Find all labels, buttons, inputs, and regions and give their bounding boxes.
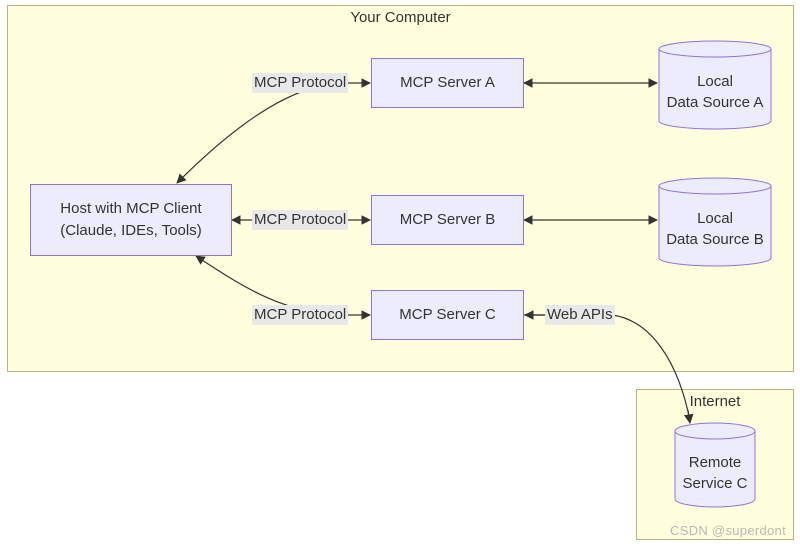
edge-label-host-server-b: MCP Protocol [252, 210, 349, 230]
node-host-mcp-client: Host with MCP Client (Claude, IDEs, Tool… [30, 184, 232, 256]
source-b-label: Local Data Source B [659, 208, 771, 250]
edge-host-server-a [176, 78, 371, 184]
node-server-c-label: MCP Server C [399, 306, 496, 323]
node-mcp-server-c: MCP Server C [371, 290, 524, 340]
node-server-a-label: MCP Server A [400, 74, 495, 91]
cylinder-source-b [658, 177, 772, 267]
node-server-b-label: MCP Server B [399, 211, 496, 228]
remote-c-line2: Service C [682, 475, 748, 492]
node-host-line1: Host with MCP Client [60, 200, 202, 217]
source-b-line2: Data Source B [666, 231, 764, 248]
cylinder-source-a [658, 40, 772, 130]
node-mcp-server-a: MCP Server A [371, 58, 524, 108]
node-mcp-server-b: MCP Server B [371, 195, 524, 245]
edge-server-c-remote [524, 314, 691, 422]
remote-c-label: Remote Service C [675, 452, 755, 494]
node-host-line2: (Claude, IDEs, Tools) [60, 222, 202, 239]
source-a-line1: Local [697, 73, 733, 90]
remote-c-line1: Remote [688, 454, 742, 471]
source-a-label: Local Data Source A [659, 71, 771, 113]
cluster-internet: Internet [636, 389, 794, 540]
edge-label-web-apis: Web APIs [545, 305, 615, 325]
cluster-title-your-computer: Your Computer [350, 9, 451, 26]
source-a-line2: Data Source A [666, 94, 764, 111]
cylinder-remote-c [674, 422, 756, 508]
watermark: CSDN @superdont [670, 523, 786, 538]
cluster-title-internet: Internet [689, 393, 741, 410]
edge-remote-arrowhead [683, 409, 694, 424]
edge-label-host-server-a: MCP Protocol [252, 73, 349, 93]
edge-label-host-server-c: MCP Protocol [252, 305, 349, 325]
source-b-line1: Local [697, 210, 733, 227]
